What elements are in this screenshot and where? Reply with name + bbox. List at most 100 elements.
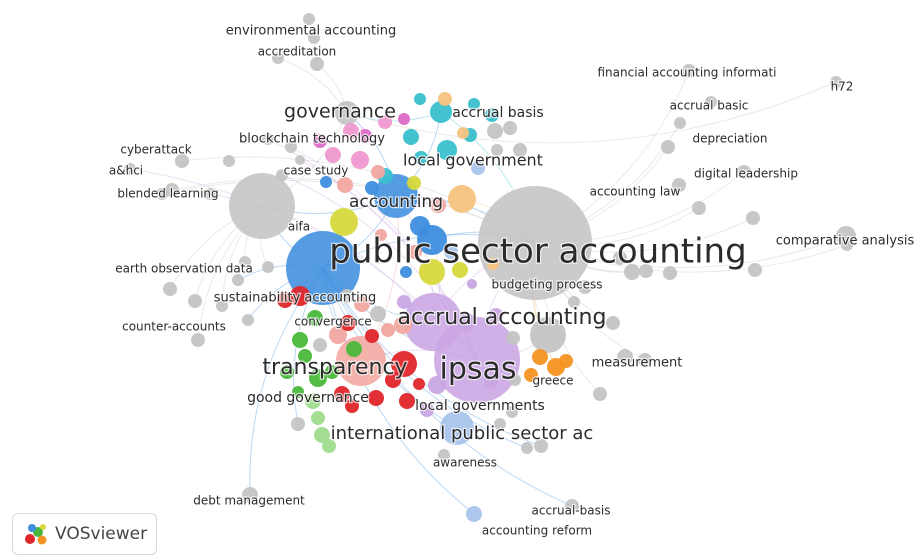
keyword-node[interactable] [682, 64, 696, 78]
keyword-node[interactable] [624, 264, 640, 280]
keyword-node[interactable] [513, 143, 527, 157]
keyword-node[interactable] [509, 374, 521, 386]
keyword-node[interactable] [408, 245, 422, 259]
keyword-node[interactable] [414, 151, 428, 165]
keyword-node[interactable] [204, 188, 216, 200]
keyword-node[interactable] [340, 315, 356, 331]
keyword-label[interactable]: accrual basic [668, 97, 749, 113]
keyword-node[interactable] [277, 292, 293, 308]
keyword-node[interactable] [308, 32, 320, 44]
keyword-node[interactable] [310, 57, 324, 71]
keyword-node[interactable] [748, 263, 762, 277]
keyword-node[interactable] [391, 351, 417, 377]
keyword-label[interactable]: budgeting process [490, 276, 603, 292]
keyword-node[interactable] [400, 266, 412, 278]
keyword-node[interactable] [661, 140, 675, 154]
keyword-label[interactable]: accrual-basis [530, 502, 611, 518]
keyword-node[interactable] [305, 393, 321, 409]
keyword-node[interactable] [354, 296, 370, 312]
keyword-label[interactable]: financial accounting informati [596, 64, 777, 80]
keyword-node[interactable] [559, 354, 573, 368]
keyword-node[interactable] [487, 258, 499, 270]
keyword-node[interactable] [378, 115, 392, 129]
keyword-label[interactable]: blended learning [116, 185, 220, 201]
keyword-node[interactable] [295, 155, 305, 165]
keyword-node[interactable] [568, 296, 580, 308]
keyword-label[interactable]: a&hci [108, 162, 145, 178]
keyword-node[interactable] [276, 169, 288, 181]
keyword-node[interactable] [239, 256, 251, 268]
keyword-node[interactable] [404, 293, 462, 351]
keyword-node[interactable] [314, 427, 330, 443]
keyword-node[interactable] [410, 216, 430, 236]
keyword-node[interactable] [242, 314, 254, 326]
keyword-node[interactable] [578, 280, 592, 294]
keyword-node[interactable] [593, 387, 607, 401]
keyword-node[interactable] [663, 266, 677, 280]
keyword-node[interactable] [335, 101, 359, 125]
keyword-label[interactable]: debt management [192, 492, 306, 508]
keyword-node[interactable] [452, 262, 468, 278]
keyword-node[interactable] [191, 333, 205, 347]
keyword-node[interactable] [394, 316, 412, 334]
keyword-node[interactable] [325, 365, 339, 379]
keyword-node[interactable] [487, 123, 503, 139]
keyword-node[interactable] [262, 261, 274, 273]
keyword-node[interactable] [440, 411, 474, 445]
keyword-node[interactable] [674, 117, 686, 129]
keyword-node[interactable] [413, 378, 425, 390]
keyword-node[interactable] [506, 406, 518, 418]
keyword-node[interactable] [430, 197, 446, 213]
keyword-node[interactable] [358, 129, 372, 143]
keyword-node[interactable] [343, 123, 359, 139]
keyword-node[interactable] [330, 208, 358, 236]
keyword-node[interactable] [606, 316, 620, 330]
keyword-node[interactable] [165, 183, 179, 197]
keyword-node[interactable] [448, 185, 476, 213]
keyword-node[interactable] [524, 368, 538, 382]
keyword-node[interactable] [468, 98, 480, 110]
keyword-node[interactable] [368, 390, 384, 406]
keyword-label[interactable]: case study [282, 162, 349, 178]
keyword-label[interactable]: accrual basis [451, 104, 545, 122]
keyword-node[interactable] [290, 286, 310, 306]
keyword-node[interactable] [438, 449, 450, 461]
keyword-node[interactable] [337, 177, 353, 193]
keyword-node[interactable] [291, 417, 305, 431]
keyword-label[interactable]: accounting reform [481, 522, 594, 538]
keyword-node[interactable] [419, 259, 445, 285]
keyword-label[interactable]: counter-accounts [121, 318, 227, 334]
keyword-node[interactable] [398, 113, 410, 125]
keyword-node[interactable] [345, 399, 359, 413]
keyword-label[interactable]: transparency [261, 354, 409, 381]
keyword-label[interactable]: public sector accounting [328, 230, 748, 272]
keyword-node[interactable] [307, 310, 323, 326]
keyword-node[interactable] [346, 341, 362, 357]
keyword-node[interactable] [311, 411, 325, 425]
keyword-node[interactable] [466, 506, 482, 522]
keyword-node[interactable] [365, 329, 379, 343]
keyword-node[interactable] [322, 439, 336, 453]
keyword-node[interactable] [484, 375, 498, 389]
keyword-node[interactable] [242, 487, 258, 503]
keyword-node[interactable] [455, 312, 475, 332]
keyword-node[interactable] [298, 349, 312, 363]
keyword-node[interactable] [841, 239, 853, 251]
keyword-node[interactable] [457, 127, 469, 139]
keyword-node[interactable] [156, 188, 168, 200]
keyword-node[interactable] [232, 274, 244, 286]
keyword-node[interactable] [746, 211, 760, 225]
keyword-node[interactable] [374, 174, 418, 218]
keyword-node[interactable] [530, 317, 566, 353]
keyword-label[interactable]: good governance [246, 389, 370, 407]
keyword-node[interactable] [385, 372, 401, 388]
keyword-node[interactable] [375, 229, 387, 241]
keyword-node[interactable] [223, 155, 235, 167]
keyword-node[interactable] [309, 369, 327, 387]
keyword-node[interactable] [381, 323, 395, 337]
keyword-node[interactable] [399, 393, 415, 409]
keyword-label[interactable]: aifa [287, 218, 312, 234]
keyword-node[interactable] [467, 279, 477, 289]
keyword-label[interactable]: blockchain technology [238, 130, 387, 147]
keyword-label[interactable]: accounting law [588, 183, 681, 199]
